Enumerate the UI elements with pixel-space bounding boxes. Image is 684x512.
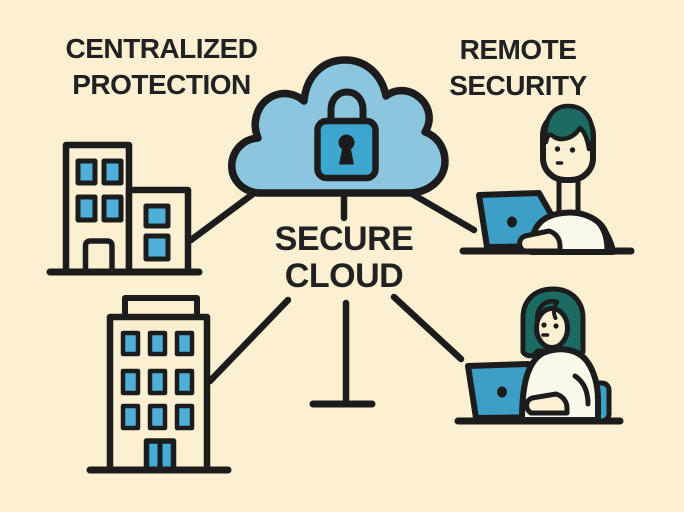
connector-lines — [187, 187, 478, 408]
window — [120, 368, 141, 396]
sleeve-line — [572, 373, 591, 407]
remote-worker-man-icon — [459, 103, 635, 255]
label-secure-cloud: SECURE CLOUD — [264, 221, 424, 295]
label-line: CENTRALIZED — [65, 33, 258, 64]
forearm-hand — [517, 228, 563, 254]
window — [75, 158, 98, 186]
window — [147, 368, 168, 396]
label-line: PROTECTION — [72, 69, 251, 100]
window — [120, 330, 141, 357]
window — [101, 158, 124, 186]
fringe-strand — [551, 300, 559, 320]
line-cloud-to-building-small — [187, 187, 261, 244]
window — [120, 403, 141, 431]
face — [534, 306, 570, 350]
forearm-hand — [524, 391, 570, 416]
padlock-icon — [314, 88, 379, 182]
window — [147, 403, 168, 431]
padlock-shackle — [327, 88, 367, 124]
line-label-to-building-tall — [206, 296, 292, 385]
sleeve-line — [594, 218, 610, 254]
office-buildings-icon — [46, 141, 203, 276]
eye — [553, 323, 559, 329]
window — [143, 233, 171, 262]
fringe-line — [534, 299, 560, 321]
label-centralized-protection: CENTRALIZED PROTECTION — [59, 31, 264, 103]
window — [75, 194, 98, 223]
window — [174, 368, 195, 396]
laptop-logo-dot — [507, 216, 517, 228]
label-line: REMOTE — [459, 34, 577, 65]
eye — [569, 147, 576, 153]
line-label-to-worker-woman — [390, 293, 465, 363]
eye — [554, 146, 561, 152]
window — [174, 403, 195, 431]
remote-worker-woman-icon — [454, 286, 624, 425]
window — [143, 203, 171, 229]
hair — [543, 103, 596, 152]
line-cloud-to-worker-man — [403, 187, 478, 234]
window — [101, 194, 124, 223]
window — [174, 330, 195, 357]
laptop-logo-dot — [497, 386, 507, 398]
building-tall-icon — [86, 295, 232, 474]
label-line: CLOUD — [284, 257, 404, 295]
keyhole-stem — [339, 147, 354, 165]
eye — [541, 322, 547, 328]
window — [147, 330, 168, 357]
keyhole-circle — [338, 134, 355, 151]
door-outline — [82, 238, 115, 272]
label-remote-security: REMOTE SECURITY — [433, 32, 603, 104]
secure-cloud-icon — [228, 56, 449, 197]
label-line: SECURITY — [449, 70, 587, 101]
label-line: SECURE — [274, 220, 414, 258]
